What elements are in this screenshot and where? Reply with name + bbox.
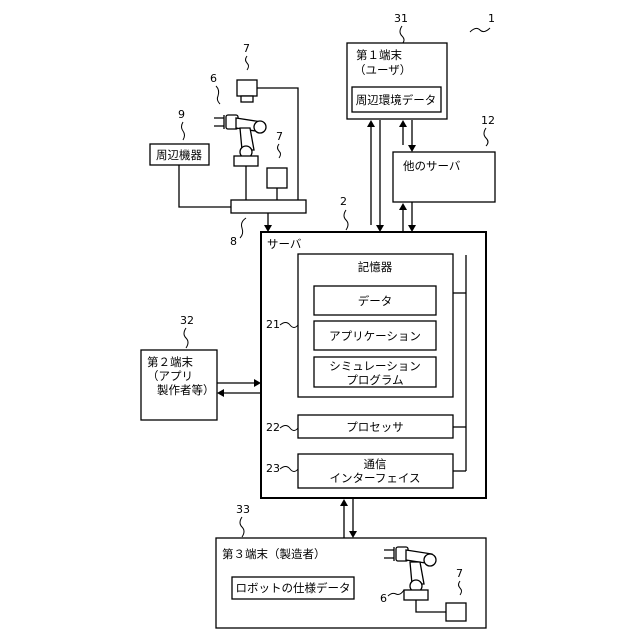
comm-interface-ref: 23 <box>266 462 280 475</box>
terminal2-server-arrowhead-right <box>254 379 261 387</box>
processor-label: プロセッサ <box>346 420 404 434</box>
second-terminal-line1: 第２端末 <box>147 355 193 369</box>
peripheral-ref: 9 <box>178 108 185 121</box>
terminal1-server-arrowhead-down <box>376 225 384 232</box>
controller-ref: 8 <box>230 235 237 248</box>
camera-top-lens-icon <box>241 96 253 102</box>
third-terminal-robot-ref: 6 <box>380 592 387 605</box>
second-terminal-line2: （アプリ <box>147 369 193 383</box>
otherserver-server-arrowhead-down <box>408 225 416 232</box>
server-terminal3-arrowhead-down <box>349 531 357 538</box>
otherserver-server-arrowhead-up <box>399 203 407 210</box>
other-server-label: 他のサーバ <box>403 159 461 173</box>
robot-ref: 6 <box>210 72 217 85</box>
environment-data-label: 周辺環境データ <box>356 93 437 107</box>
third-terminal-camera-icon <box>446 603 466 621</box>
simulation-program-label-line2: プログラム <box>346 373 403 387</box>
first-terminal-title-line1: 第１端末 <box>356 48 402 62</box>
peripheral-label: 周辺機器 <box>156 148 202 162</box>
storage-label: 記憶器 <box>358 260 393 274</box>
first-terminal-ref: 31 <box>394 12 408 25</box>
second-terminal-line3: 製作者等） <box>157 383 215 397</box>
third-terminal-base-icon <box>404 590 428 600</box>
server-label: サーバ <box>267 237 302 251</box>
processor-ref: 22 <box>266 421 280 434</box>
terminal2-server-link <box>217 379 261 397</box>
first-terminal: 31 第１端末 （ユーザ） 周辺環境データ <box>347 12 447 119</box>
third-terminal-title: 第３端末（製造者） <box>222 547 326 561</box>
robot-leader <box>216 86 220 104</box>
robot-gripper-icon <box>214 115 224 129</box>
peripheral-leader <box>182 122 185 140</box>
comm-interface-label-line1: 通信 <box>364 457 387 471</box>
camera-top-icon <box>237 80 257 96</box>
application-block-label: アプリケーション <box>329 329 421 343</box>
camera-side-ref: 7 <box>276 130 283 143</box>
terminal1-otherserver-arrowhead-down <box>408 145 416 152</box>
third-terminal-leader <box>240 517 244 537</box>
third-terminal-ref: 33 <box>236 503 250 516</box>
camera-top-leader <box>246 56 249 70</box>
robot-spec-data-label: ロボットの仕様データ <box>236 581 351 595</box>
first-terminal-title-line2: （ユーザ） <box>354 63 411 77</box>
peripheral-cable <box>179 165 231 207</box>
storage-ref: 21 <box>266 318 280 331</box>
robot-arm-icon <box>214 115 266 200</box>
comm-interface-label-line2: インターフェイス <box>330 471 421 485</box>
otherserver-server-link <box>399 202 416 232</box>
camera-side-leader <box>278 144 281 158</box>
figure-ref-leader <box>470 28 490 32</box>
second-terminal-ref: 32 <box>180 314 194 327</box>
camera-side-icon <box>267 168 287 188</box>
camera-top-ref: 7 <box>243 42 250 55</box>
second-terminal: 32 第２端末 （アプリ 製作者等） <box>141 314 217 420</box>
controller-box <box>231 200 306 213</box>
robot-elbow-joint-icon <box>254 121 266 133</box>
second-terminal-leader <box>184 328 188 348</box>
third-terminal-elbow-icon <box>424 554 436 566</box>
terminal1-otherserver-arrowhead-up <box>399 120 407 127</box>
server: 2 サーバ 記憶器 データ アプリケーション シミュレーション プログラム 21… <box>261 195 486 498</box>
controller-leader <box>240 218 246 238</box>
robot-cell: 7 6 7 9 周辺機器 8 <box>150 42 306 248</box>
controller-to-server-arrowhead <box>264 225 272 232</box>
third-terminal: 33 第３端末（製造者） ロボットの仕様データ 6 7 <box>216 503 486 628</box>
other-server-ref: 12 <box>481 114 495 127</box>
terminal2-server-arrowhead-left <box>217 389 224 397</box>
simulation-program-label-line1: シミュレーション <box>329 359 421 373</box>
server-leader <box>344 210 348 230</box>
terminal1-server-arrowhead-up <box>367 120 375 127</box>
server-terminal3-link <box>340 499 357 538</box>
terminal1-server-link <box>367 120 384 232</box>
first-terminal-leader <box>400 26 404 44</box>
figure-ref: 1 <box>470 12 495 32</box>
server-ref: 2 <box>340 195 347 208</box>
third-terminal-camera-ref: 7 <box>456 567 463 580</box>
other-server-leader <box>484 128 488 146</box>
data-block-label: データ <box>358 294 393 308</box>
robot-base-icon <box>234 156 258 166</box>
server-terminal3-arrowhead-up <box>340 499 348 506</box>
other-server: 12 他のサーバ <box>393 114 495 202</box>
figure-ref-number: 1 <box>488 12 495 25</box>
terminal1-otherserver-link <box>399 120 416 152</box>
